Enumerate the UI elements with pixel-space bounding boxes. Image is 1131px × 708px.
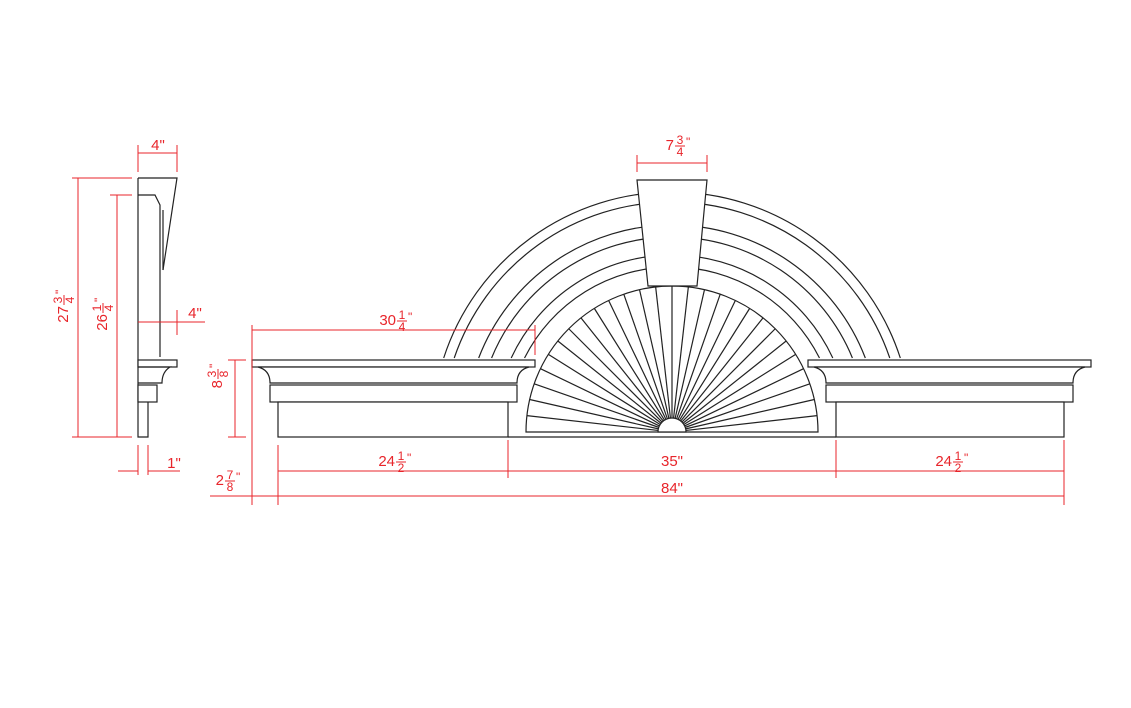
fan-ray — [593, 308, 666, 421]
dim-denominator: 4 — [102, 304, 116, 311]
dim-center-section: 35" — [661, 453, 683, 470]
dim-numerator: 3 — [677, 133, 684, 147]
dim-unit: " — [236, 470, 240, 484]
dim-whole: 24 — [378, 453, 395, 470]
dim-numerator: 3 — [205, 370, 219, 377]
fan-ray — [638, 289, 670, 419]
dim-side-top-width: 4" — [151, 137, 165, 154]
dim-side-base-depth: 1" — [167, 455, 181, 472]
dimension-lines — [72, 145, 1065, 505]
left-cornice — [251, 359, 536, 438]
dim-whole: 35" — [661, 453, 683, 470]
fan-ray — [580, 317, 664, 422]
fan-ray — [684, 368, 804, 427]
dim-whole: 27 — [55, 306, 72, 323]
fan-ray — [680, 317, 764, 422]
dim-side-inner-height: 26 14 " — [90, 298, 116, 331]
fan-ray — [678, 308, 751, 421]
dim-numerator: 7 — [227, 468, 234, 482]
fan-ray — [685, 398, 815, 430]
dim-numerator: 1 — [90, 304, 104, 311]
dim-unit: " — [686, 135, 690, 149]
fan-ray — [682, 340, 787, 424]
right-cornice — [807, 359, 1092, 438]
fan-ray — [677, 300, 736, 420]
dim-unit: " — [53, 290, 67, 294]
dim-unit: " — [92, 298, 106, 302]
fan-ray — [557, 340, 662, 424]
dim-numerator: 1 — [399, 308, 406, 322]
keystone — [636, 179, 708, 287]
dim-side-total-height: 27 34 " — [51, 290, 77, 323]
dim-cornice-height: 838" — [205, 364, 231, 389]
fan-ray — [685, 415, 818, 432]
dim-unit: " — [408, 310, 412, 324]
dim-denominator: 4 — [399, 320, 406, 334]
fan-hub — [657, 417, 687, 433]
dim-denominator: 2 — [955, 461, 962, 475]
sunburst-fan — [525, 285, 819, 433]
dim-numerator: 3 — [51, 296, 65, 303]
dim-whole: 84" — [661, 480, 683, 497]
dim-unit: " — [207, 364, 221, 368]
side-view — [137, 177, 178, 438]
dim-whole: 4" — [151, 137, 165, 154]
dim-whole: 2 — [216, 472, 224, 489]
dim-denominator: 4 — [677, 145, 684, 159]
fan-ray — [533, 383, 659, 428]
dim-denominator: 4 — [63, 296, 77, 303]
dim-whole: 30 — [379, 312, 396, 329]
fan-ray — [540, 368, 660, 427]
dim-denominator: 2 — [398, 461, 405, 475]
dim-unit: " — [964, 451, 968, 465]
fan-ray — [623, 293, 668, 419]
dim-whole: 4" — [188, 305, 202, 322]
dim-side-projection: 4" — [188, 305, 202, 322]
fan-ray — [681, 328, 776, 423]
dim-whole: 8 — [209, 380, 226, 388]
fan-ray — [676, 293, 721, 419]
dim-numerator: 1 — [955, 449, 962, 463]
dim-unit: " — [407, 451, 411, 465]
fan-ray — [608, 300, 667, 420]
fan-ray — [674, 289, 706, 419]
dim-whole: 26 — [94, 314, 111, 331]
dim-numerator: 1 — [398, 449, 405, 463]
fan-ray — [548, 353, 661, 426]
dim-whole: 24 — [935, 453, 952, 470]
fan-ray — [672, 286, 689, 419]
fan-ray — [529, 398, 659, 430]
dim-denominator: 8 — [217, 370, 231, 377]
fan-ray — [568, 328, 663, 423]
fan-ray — [526, 415, 659, 432]
dim-denominator: 8 — [227, 480, 234, 494]
fan-ray — [683, 353, 796, 426]
fan-ray — [685, 383, 811, 428]
dim-overall-width: 84" — [661, 480, 683, 497]
dim-whole: 7 — [666, 137, 674, 154]
dim-whole: 1" — [167, 455, 181, 472]
fan-ray — [655, 286, 672, 419]
